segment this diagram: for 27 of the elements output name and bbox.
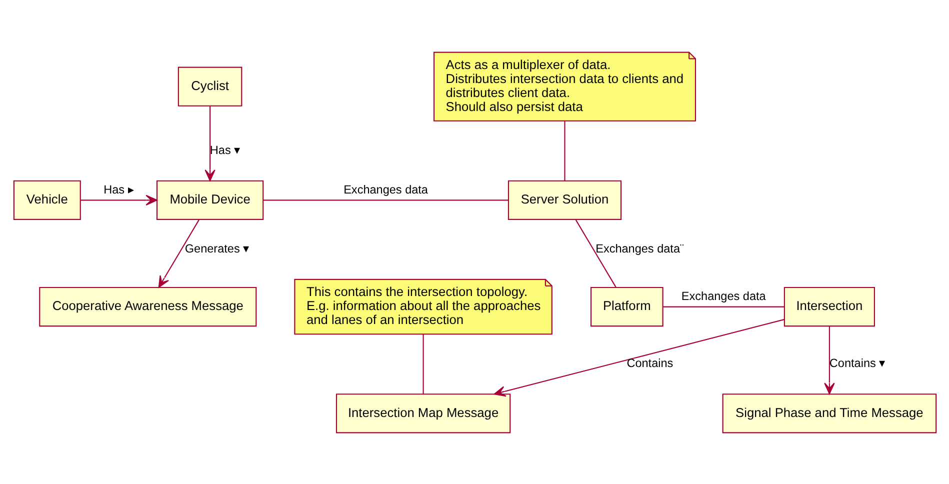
arrow <box>80 194 157 206</box>
edge-label: Exchanges data <box>680 290 766 303</box>
node-box: Vehicle <box>12 180 80 220</box>
connector <box>662 306 784 307</box>
connector <box>262 199 508 200</box>
node-box: Intersection <box>783 286 874 326</box>
arrow <box>824 326 834 394</box>
connector <box>564 120 565 180</box>
arrow <box>204 106 215 181</box>
arrow <box>493 318 784 396</box>
node-box: Server Solution <box>507 180 622 220</box>
edge-label: Contains ▾ <box>828 356 885 370</box>
edge-label: Exchanges data¨ <box>595 242 684 255</box>
edge-label: Has ▸ <box>103 183 134 196</box>
node-box: Cyclist <box>177 66 242 106</box>
node-box: Platform <box>590 286 663 326</box>
connector <box>574 219 616 287</box>
edge-label: Exchanges data <box>343 183 428 196</box>
edge-label: Contains <box>626 356 673 370</box>
node-box: Signal Phase and Time Message <box>722 393 936 433</box>
connector <box>422 334 424 394</box>
node-box: Cooperative Awareness Message <box>38 286 256 326</box>
edge-label: Generates ▾ <box>184 242 249 255</box>
edge-label: Has ▾ <box>209 143 240 156</box>
node-box: Intersection Map Message <box>335 393 510 433</box>
node-box: Mobile Device <box>156 180 264 220</box>
arrow <box>158 219 199 288</box>
